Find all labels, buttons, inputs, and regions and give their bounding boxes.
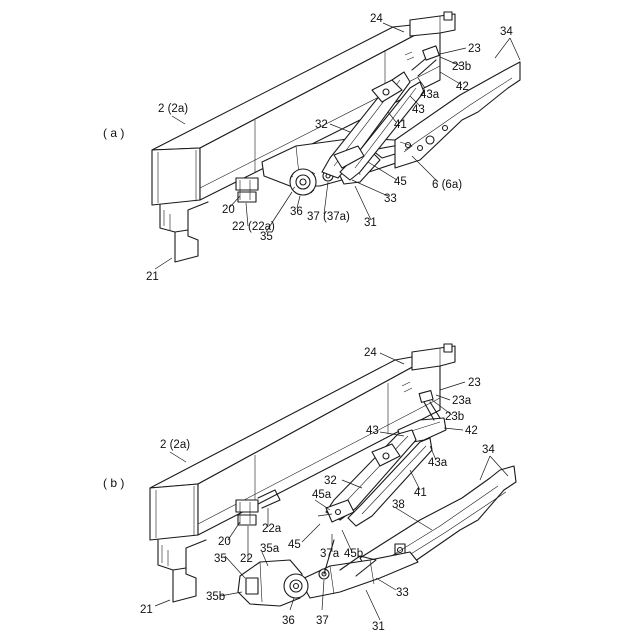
label-a-21: 21: [146, 271, 159, 283]
label-a-41: 41: [394, 119, 407, 131]
label-b-43: 43: [366, 425, 379, 437]
bracket-22-a: [236, 178, 258, 202]
label-a-36: 36: [290, 206, 303, 218]
label-a-6-6a: 6 (6a): [432, 179, 462, 191]
label-b-23: 23: [468, 377, 481, 389]
panel-a: ( a ): [103, 12, 520, 283]
label-a-31: 31: [364, 217, 377, 229]
gear-36-a: [290, 169, 316, 195]
label-b-34: 34: [482, 444, 495, 456]
hanger-21-a: [160, 202, 208, 262]
label-b-45a-top: 45a: [312, 489, 332, 501]
label-b-32: 32: [324, 475, 337, 487]
panel-b-label: ( b ): [103, 476, 124, 490]
label-b-45b: 45b: [344, 548, 363, 560]
label-a-22-22a: 22 (22a): [232, 221, 275, 233]
label-b-45: 45: [288, 539, 301, 551]
label-a-23: 23: [468, 43, 481, 55]
label-a-45: 45: [394, 176, 407, 188]
label-b-35a: 35a: [260, 543, 280, 555]
label-b-35: 35: [214, 553, 227, 565]
label-a-20: 20: [222, 204, 235, 216]
label-a-32: 32: [315, 119, 328, 131]
panel-b: ( b ): [103, 344, 516, 633]
label-b-37a: 37a: [320, 548, 340, 560]
label-b-24: 24: [364, 347, 377, 359]
panel-a-label: ( a ): [103, 126, 124, 140]
label-b-43a: 43a: [428, 457, 448, 469]
label-a-43a: 43a: [420, 89, 440, 101]
label-b-21: 21: [140, 604, 153, 616]
label-b-20: 20: [218, 536, 231, 548]
label-b-41: 41: [414, 487, 427, 499]
label-b-36: 36: [282, 615, 295, 627]
label-b-22: 22: [240, 553, 253, 565]
label-b-22a: 22a: [262, 523, 282, 535]
label-b-37: 37: [316, 615, 329, 627]
label-b-35b: 35b: [206, 591, 225, 603]
label-b-23a: 23a: [452, 395, 472, 407]
label-a-43: 43: [412, 104, 425, 116]
label-a-23b: 23b: [452, 61, 471, 73]
gear-36-b: [238, 560, 308, 606]
label-a-24: 24: [370, 13, 383, 25]
label-b-2-2a: 2 (2a): [160, 439, 190, 451]
label-a-2-2a: 2 (2a): [158, 103, 188, 115]
label-a-37-37a: 37 (37a): [307, 211, 350, 223]
label-a-34: 34: [500, 26, 513, 38]
label-b-42: 42: [465, 425, 478, 437]
label-a-33: 33: [384, 193, 397, 205]
hanger-21-b: [158, 540, 206, 602]
label-b-38: 38: [392, 499, 405, 511]
label-b-31: 31: [372, 621, 385, 633]
label-a-42: 42: [456, 81, 469, 93]
label-b-33: 33: [396, 587, 409, 599]
label-b-23b: 23b: [445, 411, 464, 423]
